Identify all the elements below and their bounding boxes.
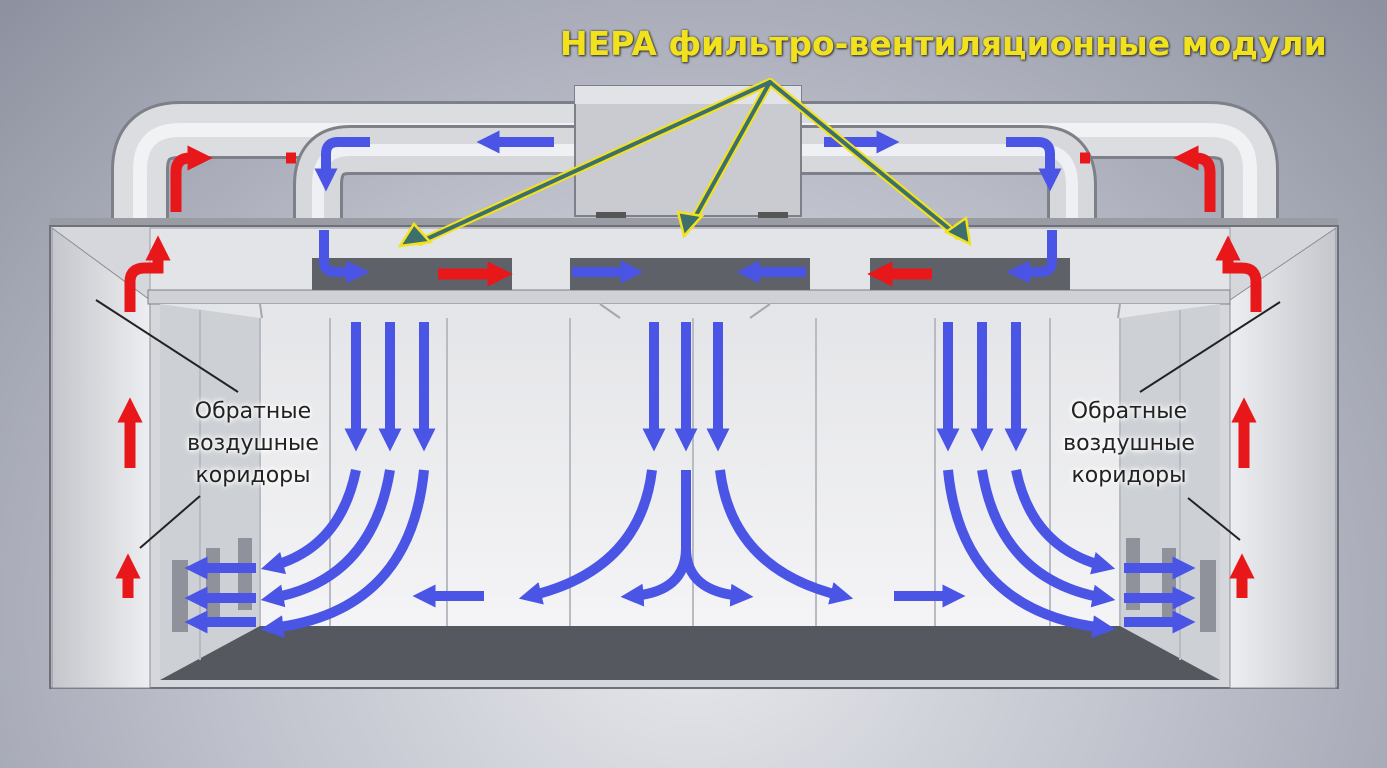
label-line: коридоры <box>195 463 311 488</box>
return-air-arrows <box>115 145 1262 598</box>
label-line: воздушные <box>1063 431 1195 456</box>
leader-lines <box>95 299 1281 549</box>
hepa-callout-arrows <box>397 78 972 248</box>
supply-air-arrows <box>184 130 1196 639</box>
label-line: Обратные <box>1070 399 1188 424</box>
label-line: воздушные <box>187 431 319 456</box>
hepa-modules-title: HEPA фильтро-вентиляционные модули <box>560 24 1327 63</box>
label-line: коридоры <box>1071 463 1187 488</box>
return-corridors-label-right: Обратные воздушные коридоры <box>1044 396 1214 492</box>
label-line: Обратные <box>194 399 312 424</box>
return-corridors-label-left: Обратные воздушные коридоры <box>168 396 338 492</box>
cleanroom-shell <box>49 218 1339 689</box>
